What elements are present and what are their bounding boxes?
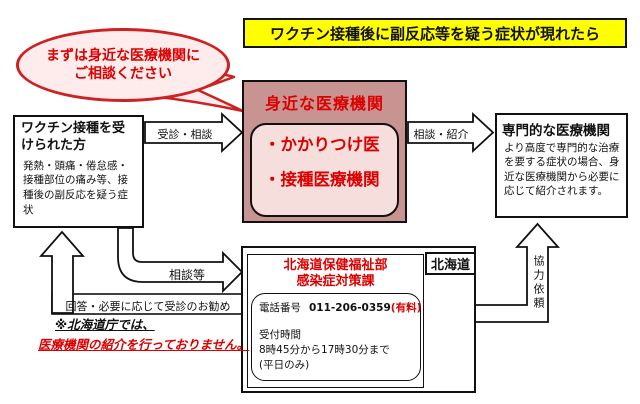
visit-arrow-label: 受診・相談 xyxy=(157,128,213,141)
title-banner-text: ワクチン接種後に副反応等を疑う症状が現れたら xyxy=(269,24,600,43)
referral-arrow-label: 相談・紹介 xyxy=(413,128,469,141)
title-banner: ワクチン接種後に副反応等を疑う症状が現れたら xyxy=(243,18,627,48)
hours-value: 8時45分から17時30分まで xyxy=(259,344,390,357)
division-name: 北海道保健福祉部 感染症対策課 xyxy=(248,255,423,291)
footnote-line2: 医療機関の紹介を行っておりません。 xyxy=(38,337,250,352)
phone-number: 011-206-0359 xyxy=(309,302,391,314)
referral-arrow xyxy=(407,111,495,154)
vaccinated-person-title: ワクチン接種を受けられた方 xyxy=(21,121,126,153)
nearby-medical-header: 身近な医療機関 xyxy=(264,94,384,113)
hokkaido-gov-box: 北海道 北海道保健福祉部 感染症対策課 電話番号 011-206-0359(有料)… xyxy=(241,246,476,393)
specialized-medical-title: 専門的な医療機関 xyxy=(502,123,610,139)
phone-info-card: 電話番号 011-206-0359(有料) 受付時間 8時45分から17時30分ま… xyxy=(251,293,421,381)
nearby-medical-box: 身近な医療機関 ・かかりつけ医 ・接種医療機関 xyxy=(242,80,407,223)
region-tag: 北海道 xyxy=(425,252,476,275)
speech-bubble: まずは身近な医療機関に ご相談ください xyxy=(16,28,230,102)
infection-control-division-box: 北海道保健福祉部 感染症対策課 電話番号 011-206-0359(有料) 受付時… xyxy=(247,254,424,388)
phone-fee-note: (有料) xyxy=(390,302,422,314)
hours-label: 受付時間 xyxy=(259,329,301,341)
hours-block: 受付時間 8時45分から17時30分まで (平日のみ) xyxy=(259,328,413,374)
visit-arrow xyxy=(144,111,244,154)
vaccinated-person-box: ワクチン接種を受けられた方 発熱・頭痛・倦怠感・接種部位の痛み等、接種後の副反応… xyxy=(13,115,144,228)
division-name-line1: 北海道保健福祉部 xyxy=(283,258,388,273)
consult-elbow-arrow xyxy=(117,227,244,294)
phone-row: 電話番号 011-206-0359(有料) xyxy=(259,300,421,315)
speech-bubble-line2: ご相談ください xyxy=(74,66,172,82)
reply-up-arrow xyxy=(39,230,85,314)
specialized-medical-body: より高度で専門的な治療を要する症状の場合、身近な医療機関から必要に応じて紹介され… xyxy=(504,142,620,198)
list-item-family-doctor: ・かかりつけ医 xyxy=(264,135,380,154)
specialized-medical-box: 専門的な医療機関 より高度で専門的な治療を要する症状の場合、身近な医療機関から必… xyxy=(495,113,628,218)
vaccinated-person-symptoms: 発熱・頭痛・倦怠感・接種部位の痛み等、接種後の副反応を疑う症状 xyxy=(23,159,128,216)
hours-note: (平日のみ) xyxy=(259,359,310,372)
nearby-medical-list: ・かかりつけ医 ・接種医療機関 xyxy=(250,123,399,217)
reply-arrow-label: 回答・必要に応じて受診のお勧め xyxy=(65,300,231,313)
division-name-line2: 感染症対策課 xyxy=(296,274,375,290)
footnote-line1: ※北海道庁では、 xyxy=(55,317,155,332)
cooperation-arrow xyxy=(474,222,561,323)
speech-bubble-line1: まずは身近な医療機関に xyxy=(46,47,200,64)
phone-label: 電話番号 xyxy=(259,302,301,314)
consult-arrow-label: 相談等 xyxy=(168,268,205,282)
region-tag-label: 北海道 xyxy=(430,258,470,273)
cooperation-arrow-label: 協力依頼 xyxy=(532,255,545,311)
list-item-vaccination-site: ・接種医療機関 xyxy=(264,169,380,189)
